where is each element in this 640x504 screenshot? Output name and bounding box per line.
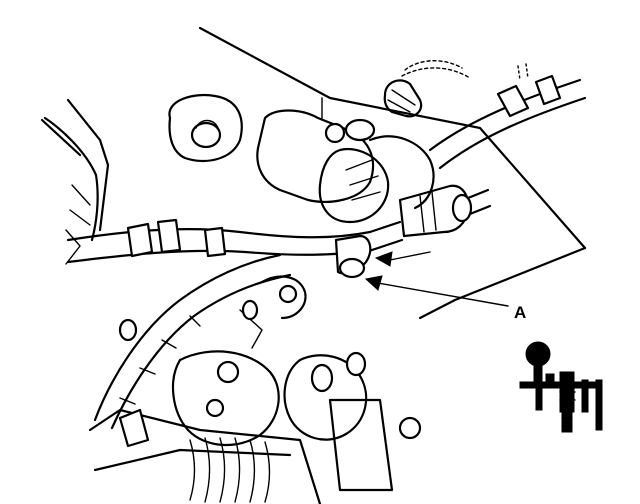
connector-top — [383, 60, 471, 118]
callout-a: A — [364, 251, 526, 322]
vacuum-hose-main — [66, 218, 404, 279]
vacuum-pump-icon — [519, 341, 603, 433]
purge-valve — [398, 184, 492, 238]
callout-a-arrowhead-2 — [374, 251, 393, 267]
engine-bay-outline — [40, 26, 587, 320]
bellows-boot — [88, 408, 322, 504]
wiring-harness — [93, 253, 307, 430]
callout-a-arrowhead — [364, 275, 383, 291]
throttle-body — [256, 109, 435, 224]
left-frame — [43, 116, 99, 265]
hose-upper-right — [428, 63, 587, 170]
callout-a-leader — [371, 281, 509, 307]
lower-engine-parts — [118, 299, 422, 492]
bracket-upper — [168, 93, 243, 162]
callout-a-label: A — [514, 303, 526, 322]
